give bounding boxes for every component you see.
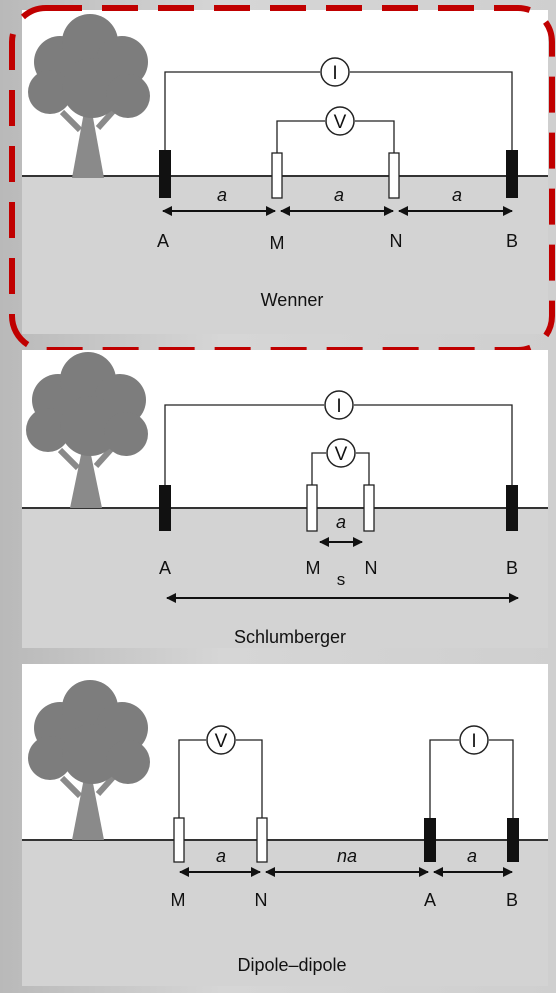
ammeter-icon	[459, 725, 489, 755]
dipole-current-electrode-a	[424, 818, 436, 862]
wenner-spacing-label-1: a	[217, 185, 227, 205]
dipole-current-electrode-b	[507, 818, 519, 862]
dipole-potential-electrode-n	[256, 817, 268, 863]
schlumberger-potential-electrode-n	[363, 484, 375, 532]
schlumberger-current-symbol: I	[336, 396, 341, 417]
dipole-current-wire	[429, 739, 514, 818]
schlumberger-potential-electrode-m	[306, 484, 318, 532]
schlumberger-panel: I V a A M s N B Schlumberger	[22, 350, 548, 648]
schlumberger-label-a: A	[159, 558, 171, 578]
dipole-caption: Dipole–dipole	[237, 955, 346, 975]
tree-icon	[28, 14, 150, 178]
schlumberger-label-n: N	[365, 558, 378, 578]
wenner-current-symbol: I	[332, 63, 337, 84]
dipole-label-a: A	[424, 890, 436, 910]
voltmeter-icon	[325, 106, 355, 136]
schlumberger-spacing-label: a	[336, 512, 346, 532]
dipole-label-n: N	[255, 890, 268, 910]
dipole-spacing-label-3: a	[467, 846, 477, 866]
wenner-label-m: M	[270, 233, 285, 253]
dipole-ground	[22, 840, 548, 986]
dipole-voltage-wire	[178, 739, 263, 818]
ammeter-icon	[320, 57, 350, 87]
ammeter-icon	[324, 390, 354, 420]
dipole-current-symbol: I	[471, 731, 476, 752]
tree-icon	[26, 352, 148, 508]
voltmeter-icon	[326, 438, 356, 468]
dipole-voltage-symbol: V	[215, 731, 228, 752]
wenner-potential-electrode-n	[388, 152, 400, 199]
dipole-label-b: B	[506, 890, 518, 910]
wenner-spacing-label-2: a	[334, 185, 344, 205]
schlumberger-voltage-wire	[311, 452, 370, 485]
schlumberger-current-electrode-b	[506, 485, 518, 531]
schlumberger-caption: Schlumberger	[234, 627, 346, 647]
wenner-potential-electrode-m	[271, 152, 283, 199]
voltmeter-icon	[206, 725, 236, 755]
dipole-spacing-label-1: a	[216, 846, 226, 866]
tree-icon	[28, 680, 150, 840]
wenner-label-a: A	[157, 231, 169, 251]
wenner-voltage-wire	[276, 120, 395, 153]
wenner-panel: I V a a a A M N B Wenner	[22, 10, 548, 334]
wenner-label-b: B	[506, 231, 518, 251]
wenner-current-wire	[164, 71, 513, 150]
schlumberger-sub-label: s	[337, 570, 346, 589]
schlumberger-current-electrode-a	[159, 485, 171, 531]
dipole-panel: V I a na a M N A B Dipole–dipole	[22, 664, 548, 986]
schlumberger-label-m: M	[306, 558, 321, 578]
wenner-current-electrode-a	[159, 150, 171, 198]
schlumberger-current-wire	[164, 404, 513, 485]
schlumberger-ground	[22, 508, 548, 648]
dipole-label-m: M	[171, 890, 186, 910]
schlumberger-voltage-symbol: V	[335, 444, 348, 465]
wenner-caption: Wenner	[261, 290, 324, 310]
wenner-label-n: N	[390, 231, 403, 251]
dipole-potential-electrode-m	[173, 817, 185, 863]
wenner-ground	[22, 176, 548, 334]
wenner-current-electrode-b	[506, 150, 518, 198]
dipole-spacing-label-2: na	[337, 846, 357, 866]
wenner-voltage-symbol: V	[334, 112, 347, 133]
schlumberger-label-b: B	[506, 558, 518, 578]
wenner-spacing-label-3: a	[452, 185, 462, 205]
